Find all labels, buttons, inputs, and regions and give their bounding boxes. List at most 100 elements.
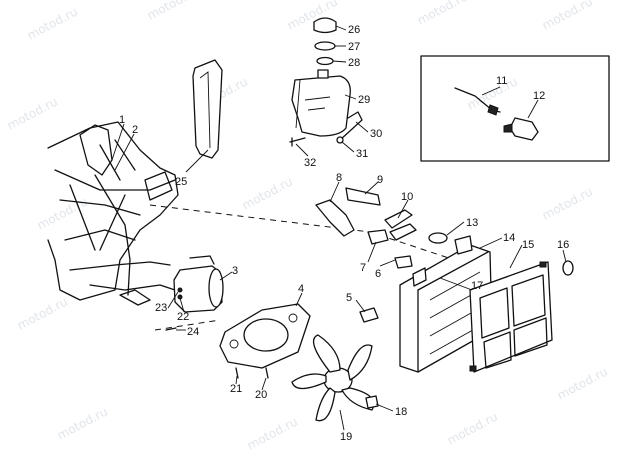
watermark-text: motod.ru <box>15 294 70 332</box>
callout-16: 16 <box>557 239 569 251</box>
callout-3: 3 <box>232 265 238 277</box>
callout-25: 25 <box>175 176 187 188</box>
callout-31: 31 <box>356 148 368 160</box>
watermark-text: motod.ru <box>540 184 595 222</box>
callout-32: 32 <box>304 157 316 169</box>
leader-line <box>367 241 377 263</box>
hose-clamp <box>336 136 344 144</box>
callout-9: 9 <box>377 174 383 186</box>
fan-motor <box>173 255 224 313</box>
leader-line <box>167 291 179 309</box>
leader-line <box>219 271 233 281</box>
mount-bolt <box>165 327 177 331</box>
cap-gasket <box>316 56 334 66</box>
leader-line <box>185 149 209 173</box>
reservoir-neck <box>317 69 329 79</box>
callout-2: 2 <box>132 124 138 136</box>
bracket-screw <box>235 367 239 379</box>
callout-10: 10 <box>401 191 413 203</box>
callout-4: 4 <box>298 283 304 295</box>
callout-17: 17 <box>471 280 483 292</box>
leader-line <box>235 375 238 385</box>
reservoir-hose <box>339 111 363 141</box>
fan-nut <box>365 395 379 409</box>
radiator <box>399 235 493 373</box>
leader-line <box>479 237 503 249</box>
callout-22: 22 <box>177 311 189 323</box>
bracket-screw <box>265 367 269 379</box>
leader-line <box>329 181 340 203</box>
callout-labels: 1 2 3 4 5 6 7 8 9 10 11 12 13 14 15 16 1… <box>119 24 569 443</box>
leader-lines <box>111 25 567 431</box>
leader-line <box>111 123 125 161</box>
temperature-sensor <box>509 117 539 141</box>
callout-14: 14 <box>503 232 515 244</box>
leader-line <box>355 299 366 313</box>
callout-7: 7 <box>360 262 366 274</box>
watermark-text: motod.ru <box>25 4 80 42</box>
callout-27: 27 <box>348 41 360 53</box>
watermark-text: motod.ru <box>5 94 60 132</box>
side-panel <box>192 59 223 159</box>
hose-clamp <box>367 229 389 245</box>
leader-line <box>341 141 355 153</box>
callout-26: 26 <box>348 24 360 36</box>
dashed-alignment-line <box>149 204 471 266</box>
watermark-text: motod.ru <box>415 0 470 28</box>
leader-line <box>446 221 465 236</box>
reservoir-cap <box>313 17 337 34</box>
leader-line <box>355 121 369 133</box>
fan-bracket <box>219 303 311 369</box>
sensor-inset-box <box>420 55 610 162</box>
hose-fitting <box>389 223 417 241</box>
watermark-text: motod.ru <box>245 414 300 452</box>
callout-29: 29 <box>358 94 370 106</box>
cooling-fan <box>291 334 375 422</box>
callout-19: 19 <box>340 431 352 443</box>
mount-screw <box>289 137 306 147</box>
leader-line <box>364 181 379 195</box>
callout-20: 20 <box>255 389 267 401</box>
callout-5: 5 <box>346 292 352 304</box>
radiator-cap <box>428 232 448 244</box>
callout-12: 12 <box>533 90 545 102</box>
leader-line <box>332 60 347 63</box>
leader-line <box>295 143 309 157</box>
leader-line <box>375 403 394 412</box>
watermark-text: motod.ru <box>55 404 110 442</box>
callout-23: 23 <box>155 302 167 314</box>
leader-line <box>114 133 135 171</box>
leader-line <box>562 249 567 263</box>
leader-line <box>179 297 185 313</box>
radiator-shroud <box>469 261 553 373</box>
leader-line <box>261 377 267 391</box>
leader-line <box>527 99 539 119</box>
watermark-text: motod.ru <box>240 174 295 212</box>
callout-15: 15 <box>522 239 534 251</box>
cap-seal <box>314 41 336 51</box>
hose-clamp <box>394 255 413 269</box>
leader-line <box>439 277 473 291</box>
reservoir-cap-stack <box>313 17 337 66</box>
callout-1: 1 <box>119 114 125 126</box>
watermark-text: motod.ru <box>540 0 595 33</box>
o-ring <box>562 260 574 276</box>
vehicle-frame <box>47 121 179 306</box>
leader-line <box>509 244 523 269</box>
callout-30: 30 <box>370 128 382 140</box>
leader-line <box>379 259 396 267</box>
leader-line <box>295 292 303 307</box>
callout-21: 21 <box>230 383 242 395</box>
leader-line <box>397 199 409 219</box>
leader-line <box>481 86 501 96</box>
watermark-text: motod.ru <box>445 409 500 447</box>
watermark-text: motod.ru <box>145 0 200 23</box>
leader-line <box>335 25 347 31</box>
callout-24: 24 <box>187 326 199 338</box>
mount-bolt <box>359 307 379 323</box>
hose-fitting <box>384 209 413 229</box>
callout-6: 6 <box>375 268 381 280</box>
leader-line <box>344 94 357 100</box>
